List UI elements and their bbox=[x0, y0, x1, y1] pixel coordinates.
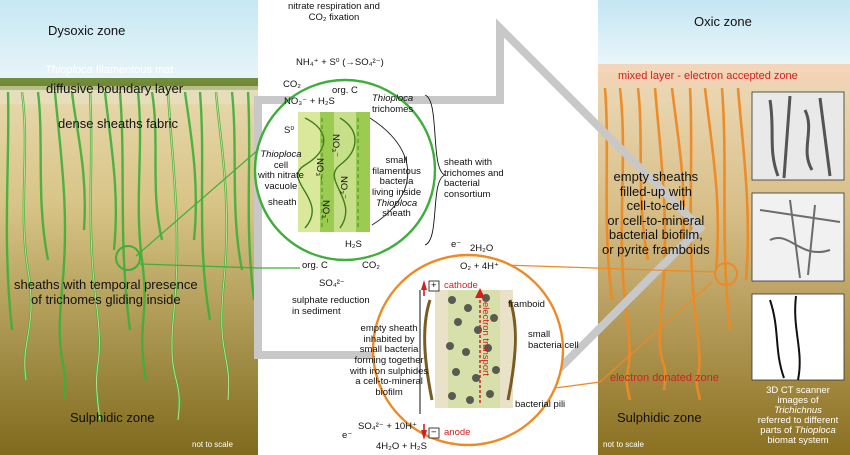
small-bacteria-label: small filamentous bacteria living inside… bbox=[372, 155, 422, 220]
thioploca-mat-label: Thioploca filamentous mat bbox=[45, 64, 173, 76]
e-bottom-label: e⁻ bbox=[342, 430, 353, 441]
ct-caption-genus: Trichichnus bbox=[774, 404, 822, 416]
consortium-label: sheath with trichomes and bacterial cons… bbox=[444, 157, 504, 200]
dysoxic-zone-title: Dysoxic zone bbox=[48, 23, 126, 38]
right-sulphidic-zone: Sulphidic zone bbox=[617, 410, 702, 425]
ct-caption-line3: biomat system bbox=[767, 434, 829, 446]
top-circle bbox=[253, 78, 437, 262]
dense-sheaths-label: dense sheaths fabric bbox=[58, 116, 178, 131]
h2s-label: H₂S bbox=[345, 239, 362, 250]
ct-caption-line2: referred to different parts of bbox=[757, 414, 839, 436]
sulphate-reduction-label: sulphate reduction in sediment bbox=[292, 295, 370, 317]
plus-sign: + bbox=[431, 280, 437, 291]
ct-caption-genus2: Thioploca bbox=[794, 424, 836, 436]
minus-sign: − bbox=[431, 427, 437, 438]
right-not-to-scale: not to scale bbox=[603, 440, 644, 449]
no3-label-3: NO₃⁻ bbox=[320, 200, 331, 224]
cell-description: cell with nitrate vacuole bbox=[258, 159, 304, 192]
empty-sheaths-label: empty sheaths filled-up with cell-to-cel… bbox=[602, 169, 710, 257]
left-panel bbox=[0, 0, 258, 455]
no3-label-1: NO₃⁻ bbox=[330, 134, 341, 158]
trichomes-genus: Thioploca bbox=[372, 93, 414, 104]
empty-sheath-inhabited-label: empty sheath inhabited by small bacteria… bbox=[350, 323, 429, 398]
reaction-top: NH₄⁺ + S⁰ (→SO₄²⁻) bbox=[296, 57, 384, 68]
bacterial-pili-label: bacterial pili bbox=[515, 399, 566, 410]
s0-label: S⁰ bbox=[284, 125, 295, 136]
left-not-to-scale: not to scale bbox=[192, 440, 233, 449]
framboid-dots bbox=[446, 294, 500, 404]
small-bacteria-text: small filamentous bacteria living inside bbox=[372, 155, 422, 198]
cell-genus: Thioploca bbox=[260, 149, 302, 160]
org-c-label: org. C bbox=[332, 85, 358, 96]
co2-2-label: CO₂ bbox=[362, 260, 380, 271]
bottom-circle bbox=[371, 253, 565, 447]
o2-label: O₂ + 4H⁺ bbox=[460, 261, 500, 272]
small-bacteria-genus: Thioploca bbox=[375, 197, 418, 209]
trichome-stack bbox=[297, 112, 370, 232]
oxic-zone-title: Oxic zone bbox=[694, 14, 752, 29]
no3-h2s-label: NO₃⁻ + H₂S bbox=[284, 96, 335, 107]
so4-equation: SO₄²⁻ + 10H⁺ bbox=[358, 421, 418, 432]
left-sulphidic-zone: Sulphidic zone bbox=[70, 410, 155, 425]
cathode-label: cathode bbox=[444, 280, 478, 291]
h2o-equation: 4H₂O + H₂S bbox=[376, 441, 427, 452]
electron-donated-label: electron donated zone bbox=[610, 372, 719, 384]
ct-caption-line1: 3D CT scanner images of bbox=[766, 385, 830, 406]
central-arrow-outline bbox=[254, 18, 706, 438]
e-top-label: e⁻ bbox=[451, 239, 462, 250]
nitrate-respiration-label: nitrate respiration and CO₂ fixation bbox=[288, 1, 380, 23]
diffusive-boundary-label: diffusive boundary layer bbox=[46, 81, 184, 96]
thioploca-mat-genus: Thioploca bbox=[45, 64, 93, 76]
sheath-label: sheath bbox=[268, 197, 297, 208]
co2-label: CO₂ bbox=[283, 79, 301, 90]
right-panel bbox=[598, 0, 850, 455]
framboid-label: framboid bbox=[508, 299, 545, 310]
mixed-layer-label: mixed layer - electron accepted zone bbox=[618, 70, 798, 82]
no3-label-2: NO₃⁻ bbox=[338, 176, 349, 200]
gliding-label: sheaths with temporal presence of tricho… bbox=[14, 277, 198, 307]
trichomes-word: trichomes bbox=[372, 103, 414, 115]
thioploca-mat-suffix: filamentous mat bbox=[92, 64, 174, 76]
left-filament-highlights bbox=[21, 91, 230, 421]
h2o-label: 2H₂O bbox=[470, 243, 494, 254]
electron-transport-label: electron transport bbox=[480, 302, 491, 376]
org-c2-label: org. C bbox=[302, 260, 328, 271]
left-highlight-circle bbox=[115, 245, 141, 271]
no3-label-4: NO₃⁻ bbox=[314, 158, 325, 182]
small-bacteria-end: sheath bbox=[382, 208, 411, 220]
anode-label: anode bbox=[444, 427, 471, 438]
so4-label: SO₄²⁻ bbox=[319, 278, 345, 289]
small-bacteria-cell-label: small bacteria cell bbox=[528, 329, 579, 351]
right-highlight-circle bbox=[714, 262, 738, 286]
